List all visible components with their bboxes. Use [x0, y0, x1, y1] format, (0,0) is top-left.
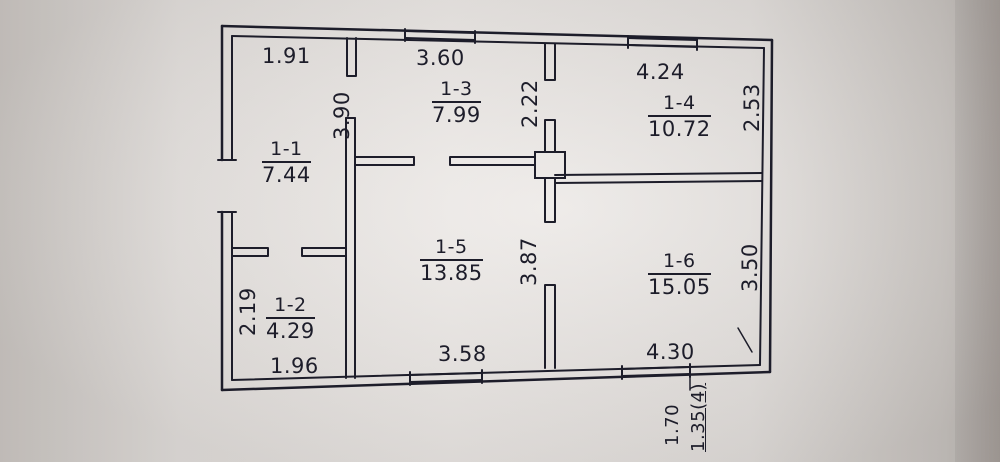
room-1-4-label: 1-4 10.72	[648, 94, 711, 140]
window-top-1	[404, 30, 476, 41]
outer-wall-right	[768, 38, 774, 374]
paper-fold-shadow	[955, 0, 1000, 462]
wall-corridor-left	[345, 117, 356, 379]
room-id: 1-2	[274, 294, 307, 316]
room-area: 15.05	[648, 273, 711, 299]
window-bottom-2	[621, 366, 691, 377]
dimension-2-19: 2.19	[236, 287, 260, 336]
dimension-1-91: 1.91	[262, 44, 311, 68]
room-id: 1-5	[435, 236, 468, 258]
outer-wall-top	[220, 24, 774, 42]
dimension-4-24: 4.24	[636, 60, 685, 84]
room-area: 4.29	[266, 317, 315, 343]
dimension-4-30: 4.30	[646, 340, 695, 364]
room-1-6-label: 1-6 15.05	[648, 252, 711, 298]
room-area: 10.72	[648, 115, 711, 141]
dimension-2-53: 2.53	[740, 83, 764, 132]
room-1-2-label: 1-2 4.29	[266, 296, 315, 342]
window-bottom-1	[409, 372, 483, 383]
room-1-5-label: 1-5 13.85	[420, 238, 483, 284]
window-top-2	[627, 37, 698, 48]
dimension-3-87: 3.87	[517, 237, 541, 286]
dimension-2-22: 2.22	[518, 79, 542, 128]
dimension-3-58: 3.58	[438, 342, 487, 366]
room-area: 7.44	[262, 161, 311, 187]
room-1-1-label: 1-1 7.44	[262, 140, 311, 186]
room-area: 7.99	[432, 101, 481, 127]
height-note-1-35: 1.35(4)	[688, 382, 709, 452]
room-id: 1-1	[270, 138, 303, 160]
room-id: 1-6	[663, 250, 696, 272]
dimension-3-60: 3.60	[416, 46, 465, 70]
dimension-3-90: 3.90	[330, 91, 354, 140]
room-1-3-label: 1-3 7.99	[432, 80, 481, 126]
height-note-1-70: 1.70	[662, 403, 683, 446]
dimension-3-50: 3.50	[738, 243, 762, 292]
outer-wall-right-inner	[759, 47, 765, 366]
room-id: 1-3	[440, 78, 473, 100]
room-id: 1-4	[663, 92, 696, 114]
dimension-1-96: 1.96	[270, 354, 319, 378]
room-area: 13.85	[420, 259, 483, 285]
